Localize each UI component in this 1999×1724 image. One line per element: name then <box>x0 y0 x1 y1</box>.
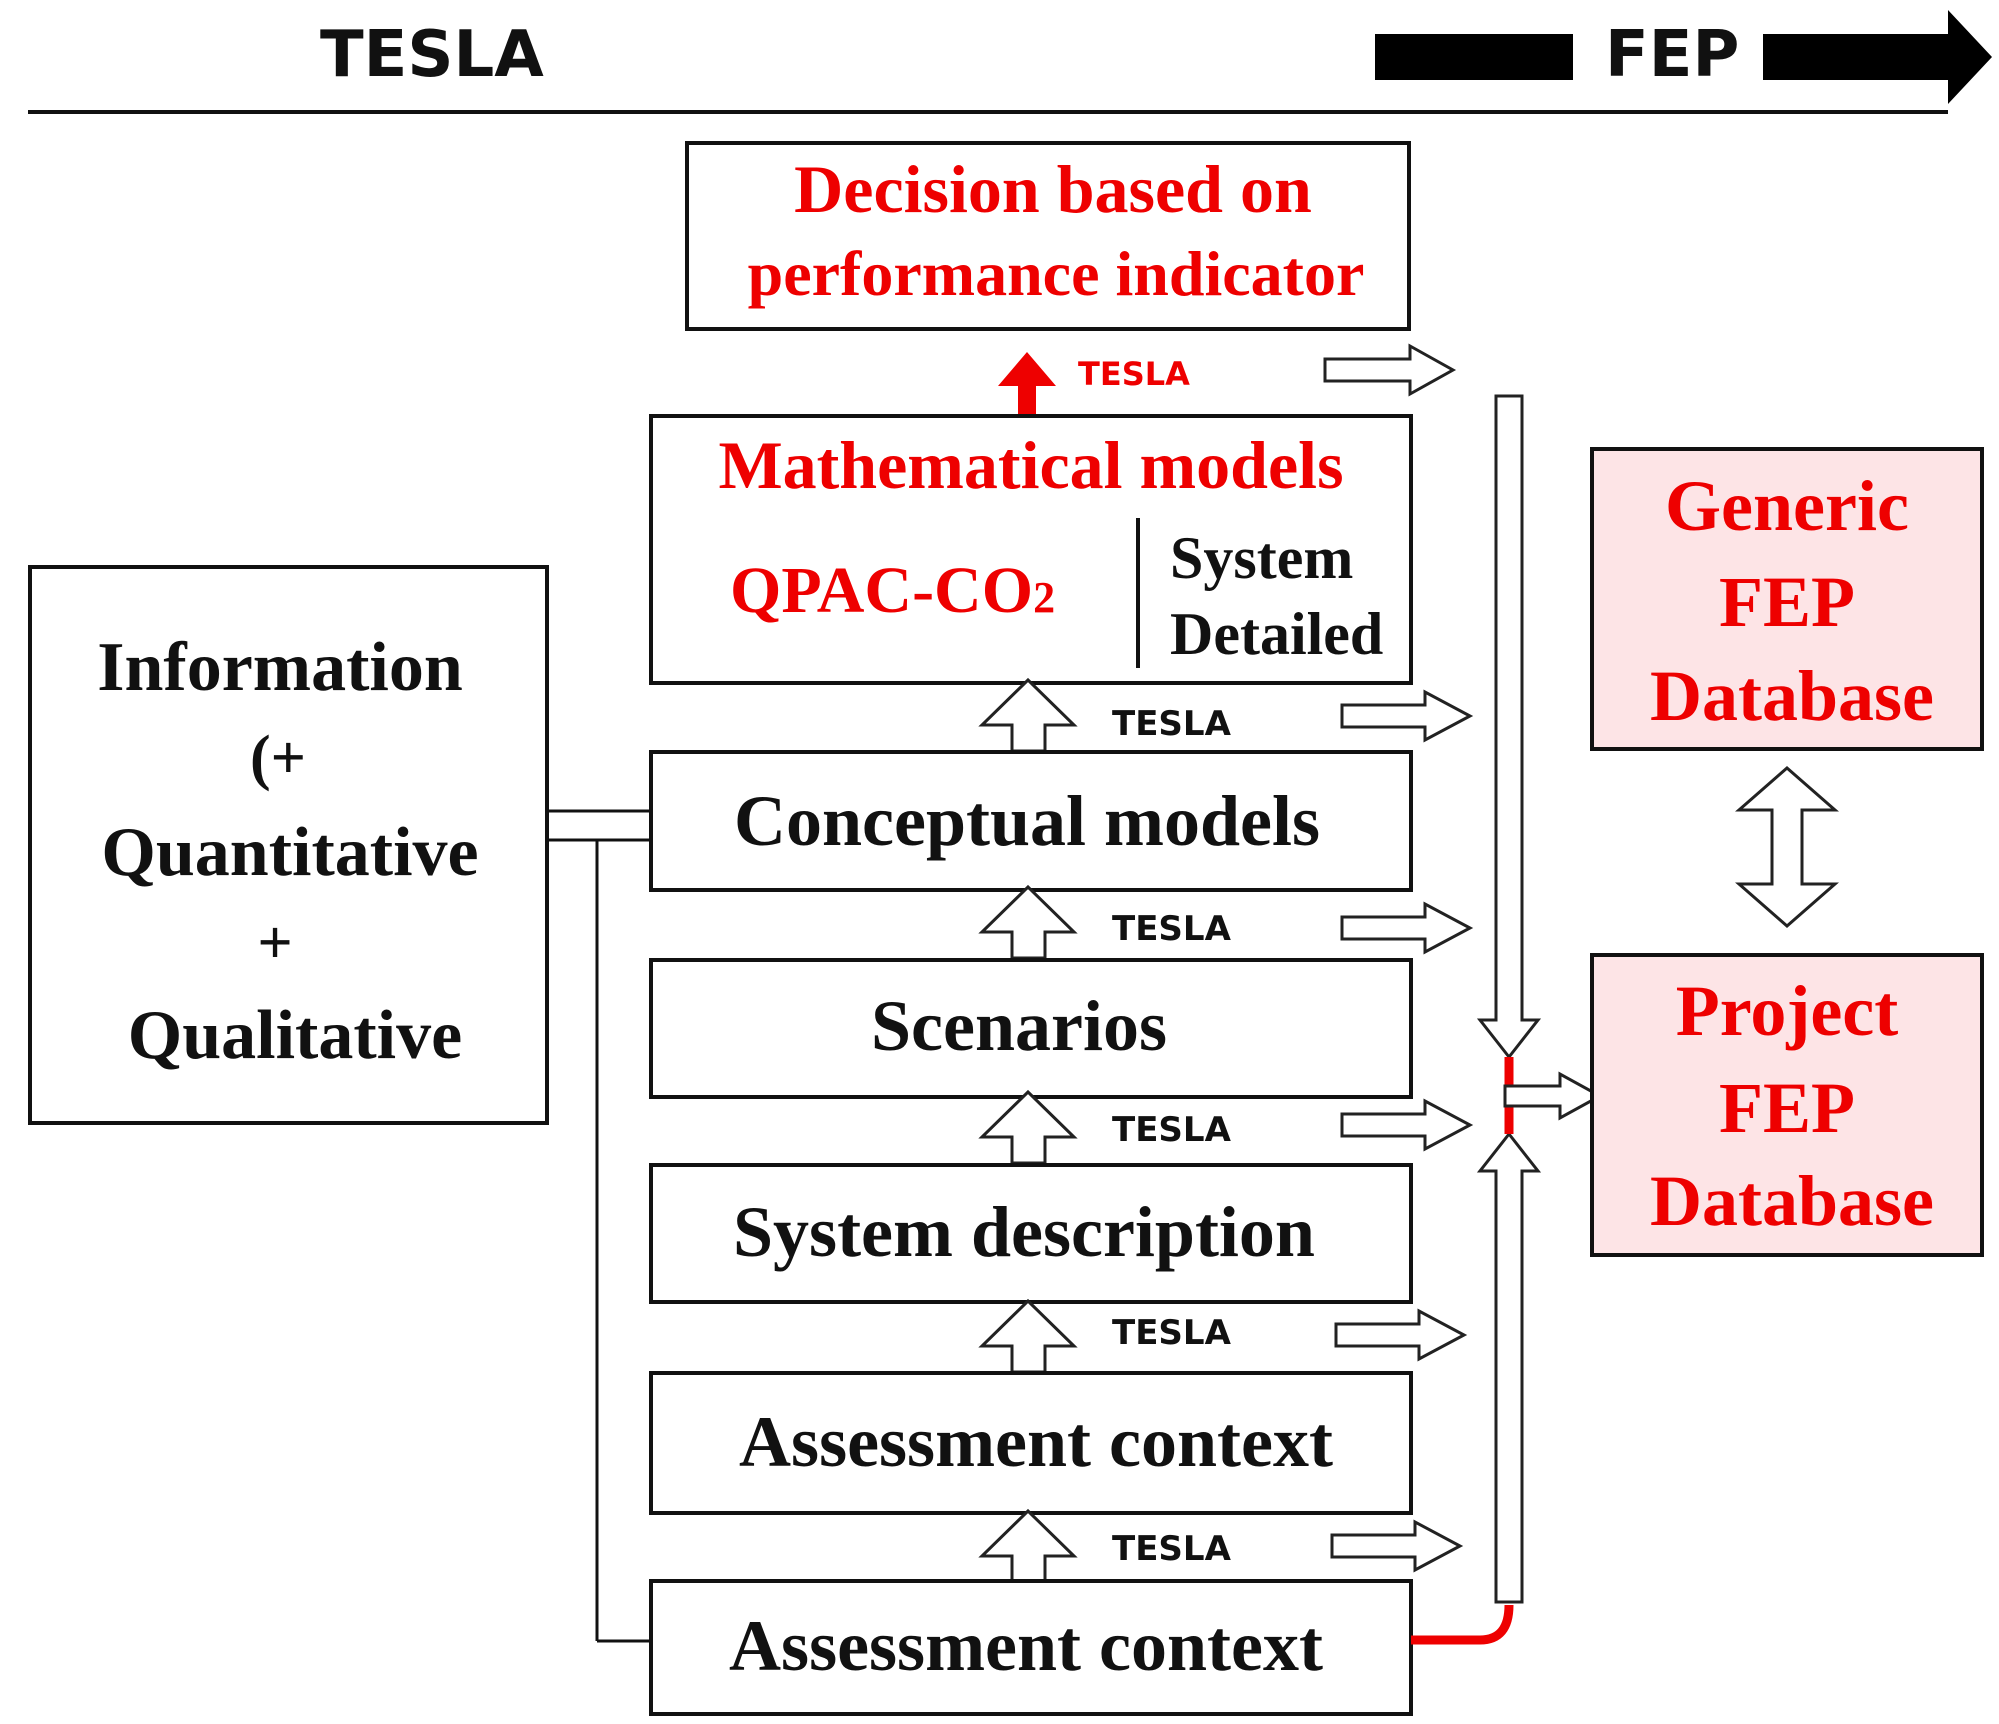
header-tesla-label: TESLA <box>320 18 544 92</box>
scenarios-text: Scenarios <box>871 986 1167 1066</box>
red-link-lower-context <box>1411 1604 1514 1645</box>
generic-fep-line3: Database <box>1650 656 1934 736</box>
right-arrow-scenarios <box>1340 1098 1474 1152</box>
tesla-label-1: TESLA <box>1112 704 1232 744</box>
generic-fep-box <box>1590 447 1984 751</box>
system-description-text: System description <box>733 1192 1315 1272</box>
decision-line2: performance indicator <box>748 238 1365 309</box>
header-arrow-right <box>1763 10 1992 104</box>
up-arrow-conceptual-to-math <box>978 677 1078 753</box>
information-box <box>28 565 549 1125</box>
math-models-box <box>649 414 1413 685</box>
right-arrow-conceptual <box>1340 901 1474 955</box>
scenarios-box <box>649 958 1413 1099</box>
info-line4: + <box>257 909 292 977</box>
right-arrow-upper-context <box>1330 1519 1464 1573</box>
right-arrow-to-project-fep <box>1503 1071 1604 1121</box>
project-fep-line2: FEP <box>1719 1068 1855 1148</box>
right-arrow-math <box>1340 689 1474 743</box>
system-description-box <box>649 1163 1413 1304</box>
info-line3: Quantitative <box>101 814 478 891</box>
right-arrow-sysdesc <box>1334 1308 1468 1362</box>
header-bar-left <box>1375 34 1573 80</box>
conceptual-models-text: Conceptual models <box>734 781 1320 861</box>
decision-line1: Decision based on <box>794 151 1312 227</box>
project-fep-box <box>1590 953 1984 1257</box>
red-arrow-label: TESLA <box>1078 355 1190 393</box>
bidirectional-arrow <box>1735 766 1839 928</box>
tesla-label-5: TESLA <box>1112 1529 1232 1569</box>
up-arrow-context-to-sysdesc <box>978 1298 1078 1374</box>
red-up-arrow <box>998 352 1056 415</box>
project-fep-line3: Database <box>1650 1161 1934 1241</box>
project-fep-line1: Project <box>1676 971 1899 1051</box>
generic-fep-line2: FEP <box>1719 562 1855 642</box>
up-arrow-lower-to-upper-context <box>978 1508 1078 1584</box>
up-arrow-sysdesc-to-scenarios <box>978 1089 1078 1165</box>
generic-fep-line1: Generic <box>1665 466 1909 546</box>
assessment-context-upper-text: Assessment context <box>739 1402 1333 1482</box>
info-line1: Information <box>97 629 463 706</box>
assessment-context-lower-box <box>649 1579 1413 1716</box>
tesla-label-3: TESLA <box>1112 1110 1232 1150</box>
collector-down-arrow <box>1476 394 1542 1060</box>
right-arrow-decision <box>1323 343 1457 397</box>
conceptual-models-box <box>649 750 1413 892</box>
qpac-co2-label: QPAC-CO2 <box>730 554 1055 627</box>
info-line2: (+ <box>250 724 306 792</box>
decision-box <box>685 141 1411 331</box>
qpac-subscript: 2 <box>1033 573 1055 622</box>
math-models-title: Mathematical models <box>718 427 1343 503</box>
math-system-label: System <box>1170 525 1353 591</box>
collector-up-arrow <box>1476 1131 1542 1604</box>
info-line5: Qualitative <box>128 997 462 1074</box>
assessment-context-upper-box <box>649 1371 1413 1515</box>
tesla-label-2: TESLA <box>1112 909 1232 949</box>
assessment-context-lower-text: Assessment context <box>729 1606 1323 1686</box>
up-arrow-scenarios-to-conceptual <box>978 884 1078 960</box>
header-fep-label: FEP <box>1605 18 1739 92</box>
qpac-code: QPAC-CO <box>730 554 1033 627</box>
tesla-label-4: TESLA <box>1112 1313 1232 1353</box>
math-detailed-label: Detailed <box>1170 601 1383 667</box>
